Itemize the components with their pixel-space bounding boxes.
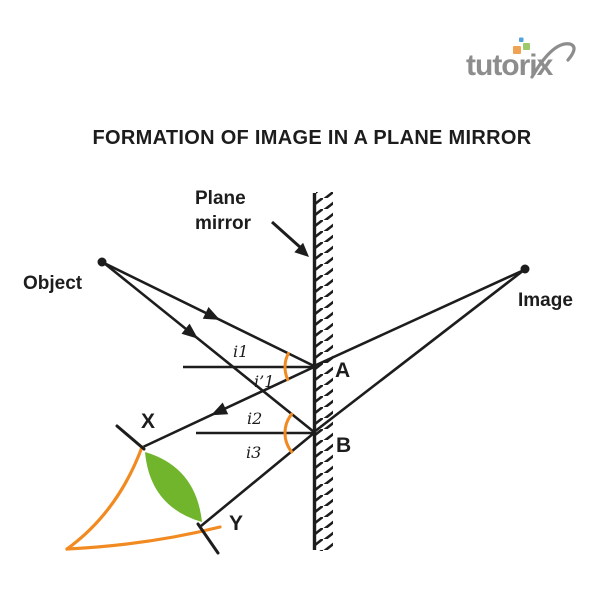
point-x-label: X (141, 410, 155, 433)
page-title: FORMATION OF IMAGE IN A PLANE MIRROR (93, 127, 532, 149)
plane-mirror-label-line1: Plane (195, 188, 246, 209)
brand-dot-orange-icon (513, 46, 521, 54)
reflected-ray-a-to-x (142, 365, 315, 449)
mirror-hatching (316, 192, 333, 551)
point-a-label: A (335, 359, 350, 382)
plane-mirror-label-line2: mirror (195, 213, 252, 234)
eye-upper-lid (65, 445, 144, 551)
eye-lens (145, 452, 202, 522)
brand-logo: tutorix (466, 37, 576, 82)
object-label: Object (23, 273, 83, 294)
angle-label-i2: i2 (247, 409, 262, 428)
incident-ray-a-arrowhead-icon (202, 307, 220, 320)
angle-label-i1: i1 (233, 342, 248, 361)
mirror-pointer-arrowhead-icon (294, 242, 309, 257)
mirror-pointer-arrow-shaft (270, 220, 303, 250)
brand-dot-blue-icon (519, 37, 524, 42)
extension-a-to-image (313, 268, 525, 368)
brand-dot-green-icon (523, 43, 530, 50)
point-b-label: B (336, 434, 351, 457)
angle-arc-at-b (283, 412, 294, 454)
reflected-ray-b-to-y (200, 431, 315, 528)
reflected-ray-arrowhead-icon (211, 402, 229, 416)
angle-label-i3: i3 (246, 443, 261, 462)
brand-swoosh-icon (530, 42, 576, 79)
eye-lash-x (115, 424, 146, 451)
observer-eye (65, 424, 222, 555)
angle-arc-at-a (283, 351, 290, 382)
angle-label-i1-prime: i’1 (254, 372, 274, 391)
point-y-label: Y (229, 512, 243, 535)
eye-lash-y (196, 522, 220, 555)
incident-ray-b-arrowhead-icon (181, 323, 198, 339)
image-label: Image (518, 290, 573, 311)
extension-b-to-image (313, 268, 525, 434)
incident-ray-object-to-b (103, 261, 315, 434)
